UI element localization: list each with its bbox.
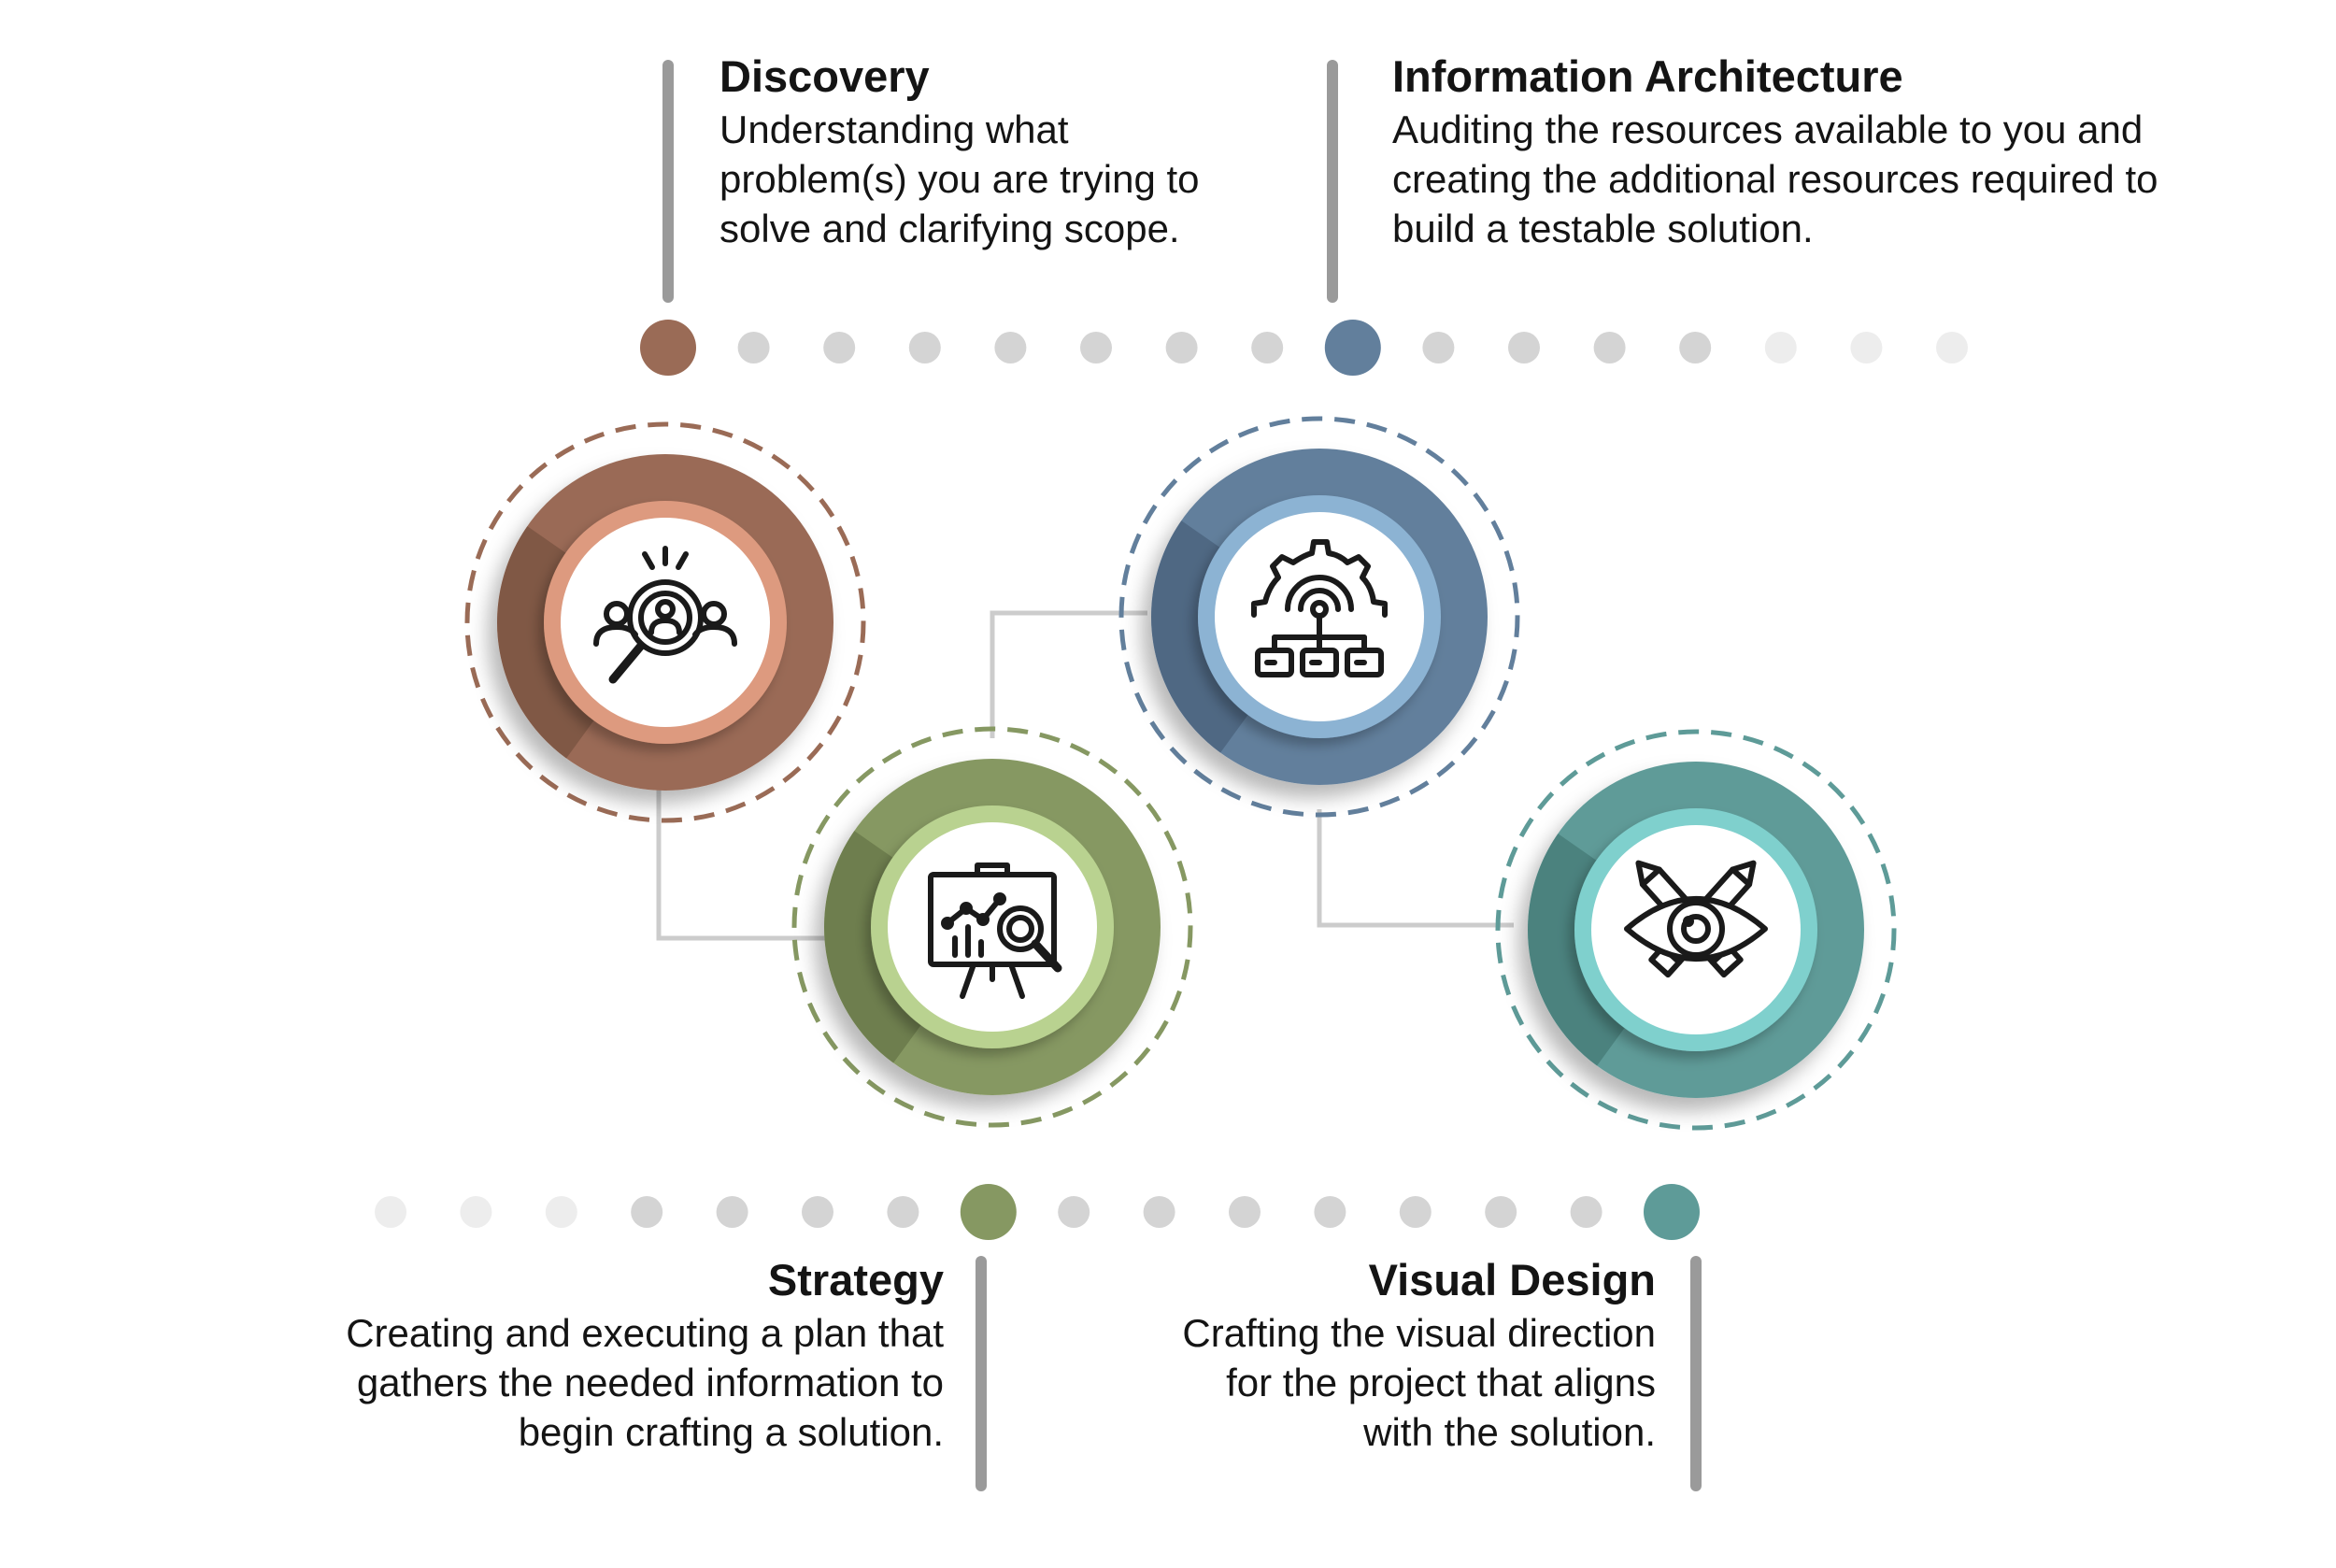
timeline-dot — [1229, 1196, 1261, 1228]
visual-design-description-line-3: with the solution. — [1363, 1410, 1656, 1454]
timeline-dot — [1399, 1196, 1432, 1228]
timeline-dots-top — [640, 320, 1968, 376]
strategy-description-line-2: gathers the needed information to — [356, 1361, 944, 1404]
visual-design-text-block: Visual Design Crafting the visual direct… — [1182, 1252, 1656, 1457]
information-architecture-description-line-2: creating the additional resources requir… — [1392, 157, 2158, 201]
strategy-text-block: Strategy Creating and executing a plan t… — [346, 1252, 944, 1457]
person-search-icon — [593, 546, 737, 684]
timeline-dot — [545, 1196, 577, 1228]
timeline-dot — [908, 332, 941, 363]
connector-discovery-strategy — [656, 785, 841, 941]
timeline-dot — [716, 1196, 748, 1228]
timeline-dot — [1080, 332, 1112, 363]
timeline-dot — [1251, 332, 1284, 363]
gear-sitemap-icon — [1251, 539, 1388, 677]
visual-design-description-line-1: Crafting the visual direction — [1182, 1311, 1656, 1355]
information-architecture-text-block: Information Architecture Auditing the re… — [1392, 49, 2158, 253]
timeline-dot — [1679, 332, 1712, 363]
timeline-dot — [1936, 332, 1968, 363]
connector-ia-visual — [1317, 809, 1514, 928]
strategy-title: Strategy — [767, 1255, 944, 1304]
eye-pencils-icon — [1624, 860, 1768, 978]
timeline-marker-visual-design — [1644, 1184, 1700, 1240]
timeline-dot — [737, 332, 770, 363]
timeline-dot — [1570, 1196, 1602, 1228]
visual-design-description-line-2: for the project that aligns — [1226, 1361, 1656, 1404]
information-architecture-description-line-1: Auditing the resources available to you … — [1392, 107, 2144, 151]
timeline-dot — [1422, 332, 1455, 363]
timeline-dot — [1593, 332, 1626, 363]
timeline-dot — [802, 1196, 833, 1228]
timeline-dot — [1850, 332, 1883, 363]
timeline-dot — [1485, 1196, 1517, 1228]
timeline-dot — [994, 332, 1027, 363]
timeline-dot — [631, 1196, 663, 1228]
timeline-dot — [1314, 1196, 1346, 1228]
discovery-description-line-2: problem(s) you are trying to — [719, 157, 1200, 201]
strategy-dashed-ring — [791, 726, 1193, 1128]
timeline-dot — [1143, 1196, 1175, 1228]
discovery-description-line-3: solve and clarifying scope. — [719, 207, 1180, 250]
connectors — [656, 610, 1514, 941]
information-architecture-description-line-3: build a testable solution. — [1392, 207, 1814, 250]
discovery-description-line-1: Understanding what — [719, 107, 1069, 151]
timeline-dot — [1058, 1196, 1090, 1228]
strategy-circle — [791, 726, 1193, 1128]
timeline-dots-bottom — [375, 1184, 1700, 1240]
information-architecture-title: Information Architecture — [1392, 51, 1903, 101]
connector-strategy-ia — [990, 610, 1147, 738]
strategy-description-line-3: begin crafting a solution. — [518, 1410, 944, 1454]
timeline-dot — [460, 1196, 492, 1228]
strategy-inner-disc — [888, 822, 1097, 1032]
discovery-text-block: Discovery Understanding what problem(s) … — [719, 49, 1200, 253]
timeline-dot — [1165, 332, 1198, 363]
step-circles — [464, 416, 1897, 1131]
timeline-dot — [1508, 332, 1540, 363]
timeline-dot — [887, 1196, 919, 1228]
timeline-marker-discovery — [640, 320, 696, 376]
presentation-analytics-icon — [928, 862, 1062, 999]
timeline-marker-strategy — [960, 1184, 1017, 1240]
timeline-marker-information-architecture — [1324, 320, 1381, 376]
timeline-dot — [823, 332, 856, 363]
strategy-description-line-1: Creating and executing a plan that — [346, 1311, 944, 1355]
visual-design-title: Visual Design — [1368, 1255, 1656, 1304]
timeline-dot — [1764, 332, 1797, 363]
discovery-dashed-ring — [464, 421, 866, 823]
timeline-dot — [375, 1196, 406, 1228]
discovery-title: Discovery — [719, 51, 930, 101]
information-architecture-dashed-ring — [1118, 416, 1520, 818]
visual-design-dashed-ring — [1495, 729, 1897, 1131]
